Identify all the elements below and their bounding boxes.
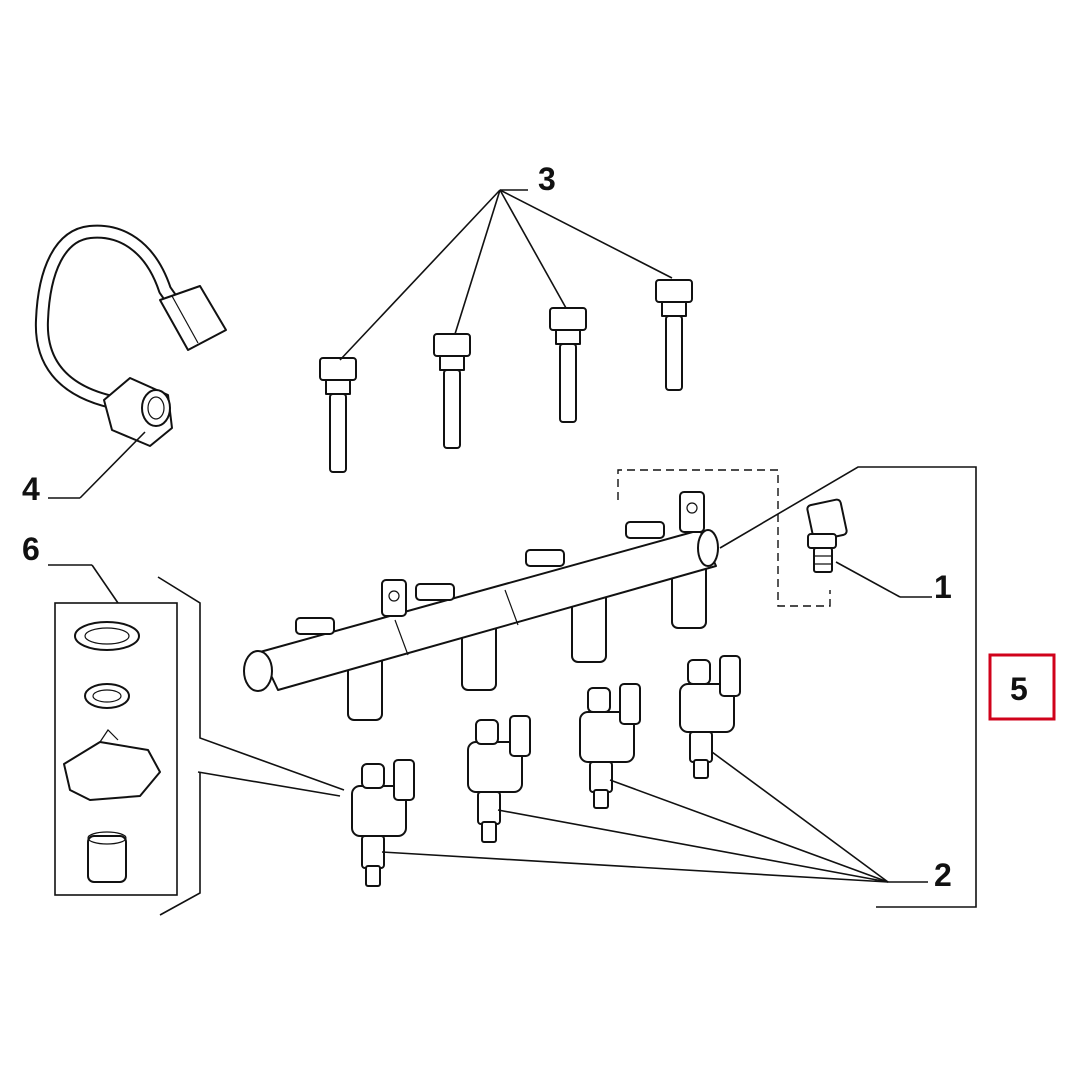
callout-1: 1 [934,569,952,605]
callout-4: 4 [22,471,40,507]
seal-kit-box [54,602,178,896]
injector [679,655,741,779]
fuel-pipe [34,224,227,447]
injector [579,683,641,809]
fuel-rail [243,491,719,721]
injector [467,715,531,843]
bolt [319,357,357,473]
callout-3: 3 [538,161,556,197]
leader-lines [48,189,977,916]
pressure-sensor [806,498,848,573]
highlight-box [988,653,1056,721]
bolt [655,279,693,391]
bolt [549,307,587,423]
callout-2: 2 [934,857,952,893]
bolt [433,333,471,449]
callout-5: 5 [1010,671,1028,707]
callout-6: 6 [22,531,40,567]
injector [351,759,415,887]
